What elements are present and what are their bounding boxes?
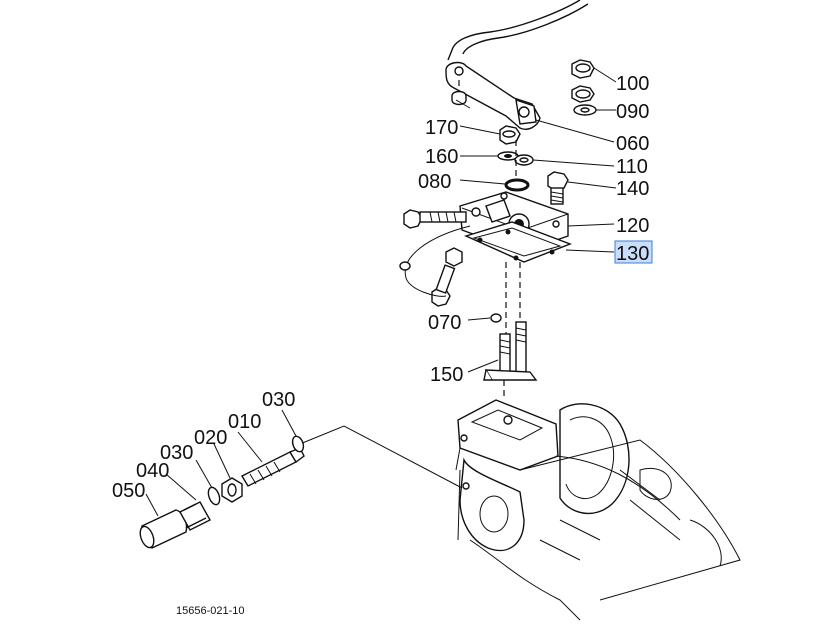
leader-030-right: [281, 409, 297, 437]
leader-010: [237, 431, 263, 463]
callout-010: 010: [228, 411, 261, 433]
washer-110: [514, 154, 534, 166]
leader-housing: [299, 425, 463, 489]
cap-050: [139, 509, 188, 549]
leader-130: [565, 249, 615, 253]
nut-170: [499, 125, 521, 145]
lock-wire: [404, 225, 471, 297]
plug-040: [179, 501, 211, 531]
callout-060: 060: [616, 133, 649, 155]
callout-160: 160: [425, 146, 458, 168]
leader-150: [467, 359, 499, 373]
callout-070: 070: [428, 312, 461, 334]
callout-030-right: 030: [262, 389, 295, 411]
adjust-screw-010: [241, 447, 305, 487]
leader-070: [467, 317, 491, 321]
gasket-130: [464, 221, 572, 263]
callout-130[interactable]: 130: [616, 243, 649, 265]
pin-070: [490, 313, 502, 323]
washer-030-right: [291, 435, 305, 453]
callout-020: 020: [194, 427, 227, 449]
callout-080: 080: [418, 171, 451, 193]
callout-170: 170: [425, 117, 458, 139]
leader-120: [567, 223, 615, 227]
bolt-140: [547, 171, 569, 205]
callout-040: 040: [136, 460, 169, 482]
lever-arm-060: [445, 61, 541, 130]
leader-020: [213, 443, 231, 479]
washer-030-left: [207, 486, 221, 506]
callout-110: 110: [616, 156, 648, 178]
nut-100: [571, 59, 595, 103]
callout-030-left: 030: [160, 442, 193, 464]
leader-110: [532, 159, 615, 167]
lever-shaft-150: [483, 321, 538, 381]
leader-140: [567, 181, 617, 189]
leader-060: [535, 119, 615, 143]
callout-100: 100: [616, 73, 649, 95]
callout-050: 050: [112, 480, 145, 502]
leader-040: [165, 473, 197, 501]
o-ring-080: [504, 178, 530, 192]
callout-090: 090: [616, 101, 649, 123]
callout-120: 120: [616, 215, 649, 237]
figure-number: 15656-021-10: [176, 605, 245, 617]
nut-020: [221, 477, 243, 503]
callout-130-highlight[interactable]: [614, 240, 653, 264]
linkage-rod: [447, 0, 589, 61]
callout-150: 150: [430, 364, 463, 386]
leader-080: [459, 179, 506, 185]
side-bolt: [403, 209, 467, 229]
leader-050: [145, 493, 159, 517]
lower-bolt: [431, 247, 463, 307]
washer-090: [573, 104, 597, 116]
leader-170: [459, 125, 501, 135]
callout-140: 140: [616, 178, 649, 200]
leader-030-left: [195, 459, 213, 489]
gear-case-housing: [455, 399, 741, 621]
leader-100: [593, 67, 617, 83]
wire-seal: [399, 261, 411, 271]
